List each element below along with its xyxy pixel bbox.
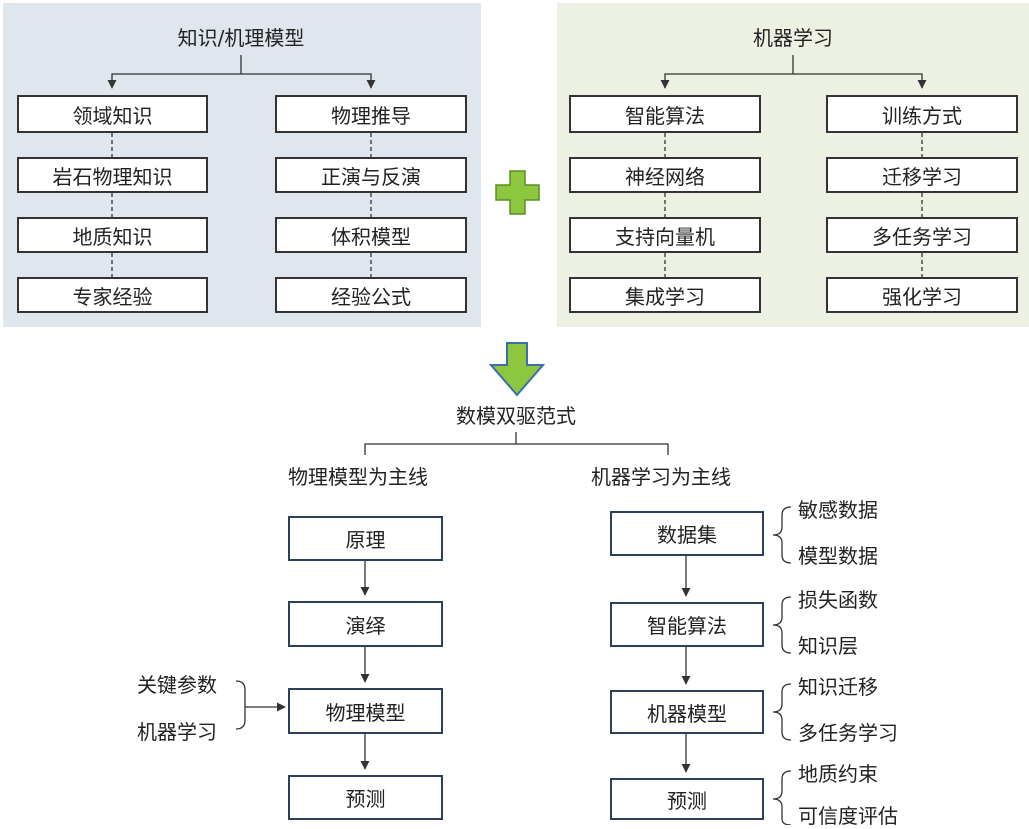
branch-sensitive-data: 敏感数据 [798,498,878,522]
left-step-principle: 原理 [288,516,443,561]
machine-learning-title: 机器学习 [753,26,833,50]
plus-icon [495,170,540,215]
left-step-deduction: 演绎 [288,601,443,647]
tr-col2-box-2: 迁移学习 [826,157,1018,193]
tr-col1-box-2: 神经网络 [569,157,761,193]
down-arrow-icon [488,342,546,397]
tl-col1-box-3: 地质知识 [17,217,208,253]
branch-model-data: 模型数据 [798,544,878,568]
paradigm-title: 数模双驱范式 [456,404,576,428]
right-step-dataset: 数据集 [610,511,764,556]
knowledge-model-title: 知识/机理模型 [177,26,305,50]
ml-mainline-title: 机器学习为主线 [591,465,731,489]
branch-knowledge-transfer: 知识迁移 [798,675,878,699]
input-machine-learning: 机器学习 [137,720,217,744]
tr-col2-box-4: 强化学习 [826,277,1018,313]
tl-col1-box-1: 领域知识 [17,95,208,133]
branch-knowledge-layer: 知识层 [798,634,858,658]
right-step-machine-model: 机器模型 [610,690,764,734]
tr-col1-box-3: 支持向量机 [569,217,761,253]
tl-col2-box-4: 经验公式 [275,277,467,313]
tl-col2-box-1: 物理推导 [275,95,467,133]
physics-mainline-title: 物理模型为主线 [288,465,428,489]
left-step-prediction: 预测 [288,775,443,820]
input-key-params: 关键参数 [137,673,217,697]
branch-geological-constraint: 地质约束 [798,762,878,786]
tl-col2-box-3: 体积模型 [275,217,467,253]
branch-loss-function: 损失函数 [798,588,878,612]
tl-col2-box-2: 正演与反演 [275,157,467,193]
tr-col2-box-1: 训练方式 [826,95,1018,133]
branch-reliability-assessment: 可信度评估 [798,804,898,828]
right-step-algorithm: 智能算法 [610,602,764,647]
left-step-physical-model: 物理模型 [288,688,443,734]
branch-multitask-learning: 多任务学习 [798,721,898,745]
tl-col1-box-2: 岩石物理知识 [17,157,208,193]
tl-col1-box-4: 专家经验 [17,277,208,313]
tr-col1-box-4: 集成学习 [569,277,761,313]
right-step-prediction: 预测 [610,778,764,820]
tr-col2-box-3: 多任务学习 [826,217,1018,253]
tr-col1-box-1: 智能算法 [569,95,761,133]
